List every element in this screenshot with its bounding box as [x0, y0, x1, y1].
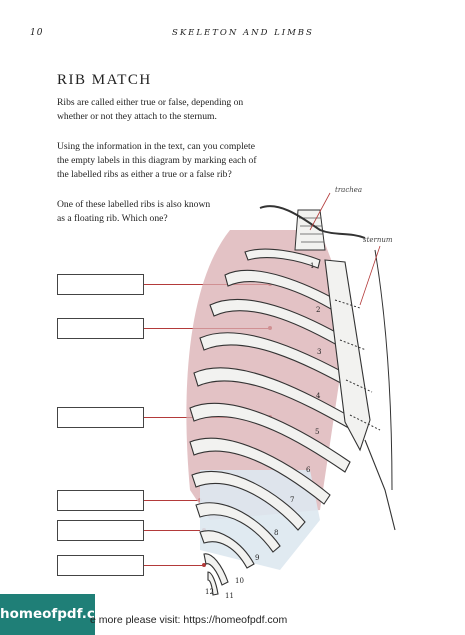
- intro-paragraph: Ribs are called either true or false, de…: [57, 96, 272, 124]
- rib-number-2: 2: [316, 306, 320, 314]
- rib-number-9: 9: [255, 554, 259, 562]
- activity-title: RIB MATCH: [57, 72, 152, 89]
- callout-sternum: sternum: [363, 236, 393, 244]
- answer-box-rib-7[interactable]: [57, 490, 144, 511]
- instruction-paragraph: Using the information in the text, can y…: [57, 140, 257, 182]
- callout-trachea: trachea: [335, 186, 362, 194]
- rib-number-7: 7: [290, 496, 294, 504]
- answer-box-rib-4[interactable]: [57, 407, 144, 428]
- rib-number-3: 3: [317, 348, 321, 356]
- page-number: 10: [30, 28, 43, 38]
- answer-box-rib-3[interactable]: [57, 318, 144, 339]
- footer-link-text[interactable]: e more please visit: https://homeofpdf.c…: [90, 614, 287, 626]
- rib-number-4: 4: [316, 392, 321, 400]
- rib-number-5: 5: [315, 428, 319, 436]
- answer-box-rib-2[interactable]: [57, 274, 144, 295]
- rib-number-1: 1: [310, 262, 314, 270]
- rib-number-12: 12: [205, 588, 214, 596]
- rib-number-8: 8: [274, 529, 278, 537]
- rib-number-11: 11: [225, 592, 234, 600]
- running-head: SKELETON AND LIMBS: [172, 28, 314, 38]
- footer-banner[interactable]: homeofpdf.com: [0, 594, 95, 635]
- rib-number-6: 6: [306, 466, 311, 474]
- rib-number-10: 10: [235, 577, 244, 585]
- rib-cage-illustration: 1 2 3 4 5 6 7 8 9 10 11 12: [170, 190, 420, 610]
- answer-box-rib-9[interactable]: [57, 520, 144, 541]
- answer-box-rib-11[interactable]: [57, 555, 144, 576]
